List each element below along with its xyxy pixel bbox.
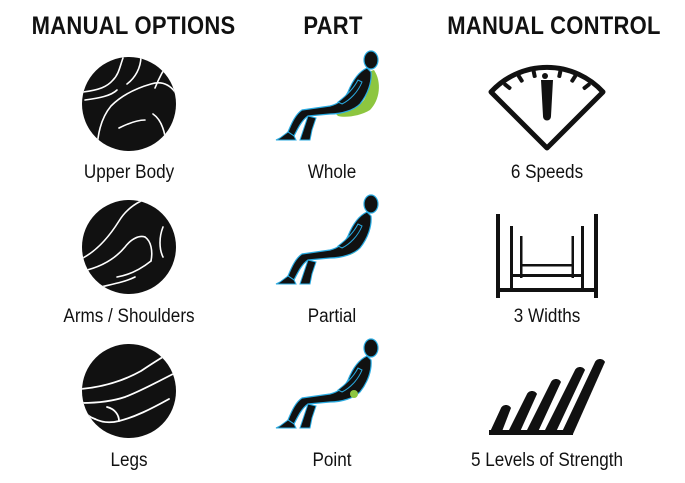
strength-levels-icon (489, 359, 605, 435)
partial-body-seated-icon (275, 194, 379, 285)
control-heading: MANUAL CONTROL (447, 12, 661, 40)
option-label: Upper Body (83, 162, 175, 183)
option-arms-shoulders: Arms / Shoulders (15, 192, 243, 335)
arms-shoulders-icon (82, 200, 176, 294)
part-whole: Whole (218, 48, 446, 191)
whole-body-seated-icon (275, 50, 379, 141)
option-legs: Legs (15, 334, 243, 477)
upper-body-icon (82, 57, 176, 151)
widths-icon (496, 214, 598, 298)
control-label: 6 Speeds (510, 162, 584, 183)
part-heading: PART (303, 12, 363, 40)
control-strength: 5 Levels of Strength (433, 334, 661, 477)
option-upper-body: Upper Body (15, 48, 243, 191)
part-partial: Partial (218, 192, 446, 335)
speed-gauge-icon (488, 64, 606, 151)
control-speeds: 6 Speeds (433, 48, 661, 191)
part-point: Point (218, 334, 446, 477)
control-label: 3 Widths (513, 306, 581, 327)
option-label: Legs (110, 450, 148, 471)
options-heading: MANUAL OPTIONS (31, 12, 236, 40)
control-widths: 3 Widths (433, 192, 661, 335)
control-label: 5 Levels of Strength (470, 450, 624, 471)
part-label: Partial (307, 306, 357, 327)
point-seated-icon (275, 338, 379, 429)
option-label: Arms / Shoulders (63, 306, 195, 327)
legs-icon (82, 344, 176, 438)
part-label: Point (312, 450, 352, 471)
part-label: Whole (307, 162, 357, 183)
